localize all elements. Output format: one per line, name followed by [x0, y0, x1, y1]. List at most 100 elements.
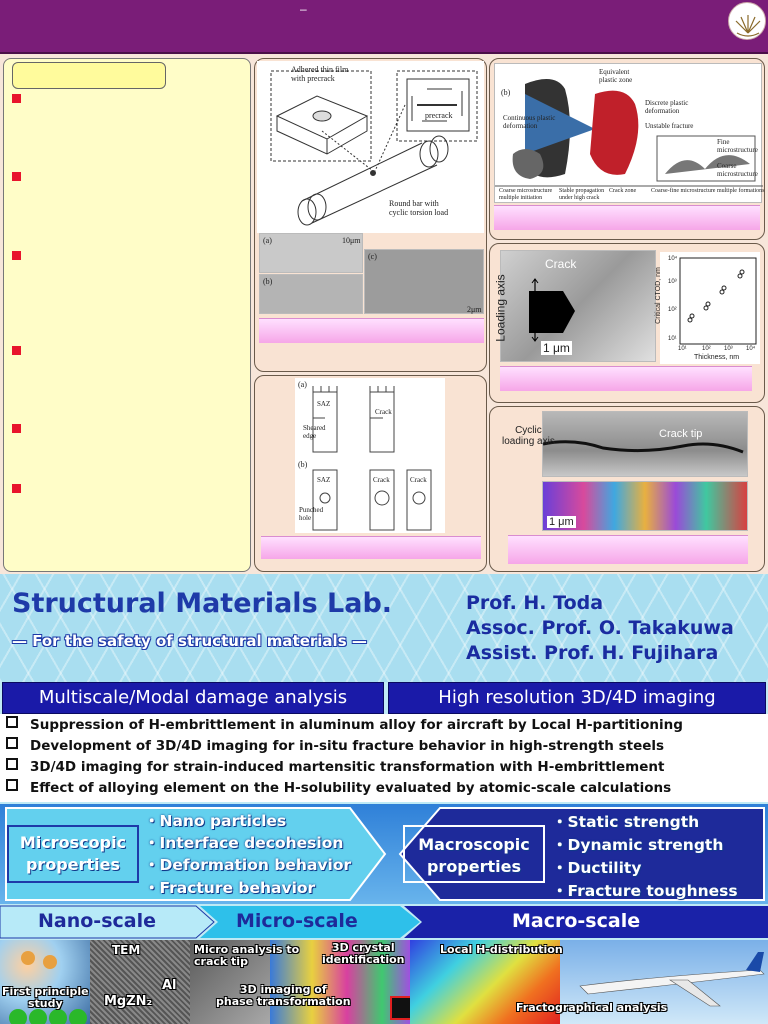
label-bottom-2: Stable propagation under high crack [559, 188, 605, 201]
scale-macro: Macro-scale [512, 910, 641, 932]
bullet-marker [12, 94, 21, 103]
micro-prop-item: ・Interface decohesion [144, 834, 344, 852]
left-summary-box [3, 58, 251, 572]
research-item: Suppression of H-embrittlement in alumin… [6, 716, 683, 733]
photo-crack-tip [190, 940, 270, 1024]
caption-bar [259, 318, 484, 343]
prof-fujihara: Assist. Prof. H. Fujihara [466, 642, 719, 664]
caption-first-principle: First principle study [2, 985, 89, 1010]
caption-al: Al [162, 978, 177, 993]
scale-label-bottom: 2μm [467, 305, 482, 314]
caption-bar [508, 535, 748, 564]
research-list: Suppression of H-embrittlement in alumin… [0, 714, 768, 802]
caption-tem: TEM [112, 943, 141, 957]
x-tick: 10⁴ [746, 346, 756, 352]
label-punched-hole: Punched hole [299, 506, 324, 522]
crack-tip-micrograph: Crack tip [542, 411, 748, 477]
bullet-marker [12, 346, 21, 355]
scale-nano: Nano-scale [38, 910, 156, 932]
label-cyclic-loading: Cyclic loading axis [502, 425, 555, 447]
label-loading-axis: Loading axis [493, 274, 508, 342]
macro-prop-item: ・Fracture toughness [552, 882, 738, 900]
research-item: 3D/4D imaging for strain-induced martens… [6, 758, 664, 775]
micro-label-c: (c) [368, 252, 377, 261]
micro-prop-item: ・Nano particles [144, 812, 287, 830]
label-bottom-3: Crack zone [609, 188, 637, 194]
label-continuous: Continuous plastic deformation [503, 114, 556, 130]
checkbox-icon [6, 737, 18, 749]
label-saz-2: SAZ [317, 476, 331, 484]
caption-mgzn: MgZN₂ [104, 994, 153, 1009]
y-tick: 10¹ [668, 336, 677, 342]
photo-inset [390, 996, 412, 1020]
micrograph-a: (a) 10μm [259, 233, 363, 273]
label-crack-3: Crack [410, 476, 427, 484]
label-scale: 1 μm [541, 341, 572, 355]
ebsd-map: 1 μm [542, 481, 748, 531]
prof-toda: Prof. H. Toda [466, 592, 604, 614]
label-round-bar: Round bar with cyclic torsion load [389, 199, 449, 217]
lab-subtitle: — For the safety of structural materials… [12, 632, 367, 650]
bar-imaging: High resolution 3D/4D imaging [388, 682, 766, 714]
label-crack-2: Crack [373, 476, 390, 484]
photo-h-distribution [410, 940, 560, 1024]
label-bottom-1: Coarse microstructure multiple initiatio… [499, 188, 553, 201]
caption-crystal: 3D crystal identification [322, 941, 405, 966]
figure-card-ctod: Crack Loading axis 1 μm Critical CTOD, n… [489, 243, 765, 403]
lab-title: Structural Materials Lab. [12, 588, 393, 619]
figure-card-plastic-zone: (b) Equivalent plastic zone Discrete pla… [489, 58, 765, 240]
label-precrack: precrack [425, 111, 453, 120]
caption-fracto: Fractographical analysis [516, 1001, 668, 1014]
scale-micro: Micro-scale [236, 910, 358, 932]
label-bottom-4: Coarse-fine microstructure multiple form… [651, 188, 765, 194]
micro-label-b: (b) [263, 277, 273, 286]
shear-label-a: (a) [298, 380, 307, 389]
caption-bar [500, 366, 752, 391]
label-thin-film: Adhered thin film with precrack [291, 65, 349, 83]
label-b: (b) [501, 88, 511, 97]
x-tick: 10¹ [678, 346, 687, 352]
university-logo [728, 2, 766, 40]
crack-micrograph: Crack Loading axis 1 μm [494, 250, 656, 362]
macro-prop-item: ・Dynamic strength [552, 836, 724, 854]
photo-aircraft [560, 940, 768, 1024]
label-ebsd-scale: 1 μm [547, 516, 576, 528]
y-tick: 10⁴ [668, 256, 678, 262]
label-sheared-edge: Sheared edge [303, 424, 326, 440]
bullet-marker [12, 251, 21, 260]
properties-shapes [5, 807, 765, 901]
caption-phase: 3D imaging of phase transformation [216, 983, 351, 1008]
header-dash: – [300, 2, 307, 16]
header-bar [0, 0, 768, 54]
label-crack: Crack [545, 257, 577, 271]
micro-prop-item: ・Deformation behavior [144, 856, 352, 874]
plastic-zone-diagram: (b) Equivalent plastic zone Discrete pla… [494, 63, 765, 203]
ctod-chart: Critical CTOD, nm Thickness, nm 10⁴ 10³ … [655, 252, 760, 364]
left-box-title [12, 62, 166, 89]
label-coarse: Coarse microstructure [717, 162, 758, 178]
scale-label-top: 10μm [342, 236, 361, 245]
chart-xlabel: Thickness, nm [694, 354, 740, 361]
x-tick: 10³ [724, 346, 733, 352]
photo-crystal [270, 940, 410, 1024]
macro-prop-item: ・Static strength [552, 813, 700, 831]
y-tick: 10³ [668, 279, 677, 285]
micro-props-title: Microscopic properties [19, 833, 127, 874]
micrograph-b: (b) [259, 274, 363, 314]
label-crack-1: Crack [375, 408, 392, 416]
macro-prop-item: ・Ductility [552, 859, 642, 877]
bar-multiscale: Multiscale/Modal damage analysis [2, 682, 384, 714]
caption-bar [494, 205, 760, 230]
scale-arrows [0, 905, 768, 939]
label-unstable: Unstable fracture [645, 122, 694, 130]
macro-props-title: Macroscopic properties [418, 835, 530, 876]
micro-label-a: (a) [263, 236, 272, 245]
checkbox-icon [6, 779, 18, 791]
micro-prop-item: ・Fracture behavior [144, 879, 316, 897]
shear-diagram: (a) (b) Sheared edge SAZ SAZ Crack Crack… [295, 378, 445, 533]
prof-takakuwa: Assoc. Prof. O. Takakuwa [466, 617, 734, 639]
y-tick: 10² [668, 307, 677, 313]
caption-bar [261, 536, 481, 559]
bullet-marker [12, 484, 21, 493]
figure-card-shear: (a) (b) Sheared edge SAZ SAZ Crack Crack… [254, 375, 487, 572]
